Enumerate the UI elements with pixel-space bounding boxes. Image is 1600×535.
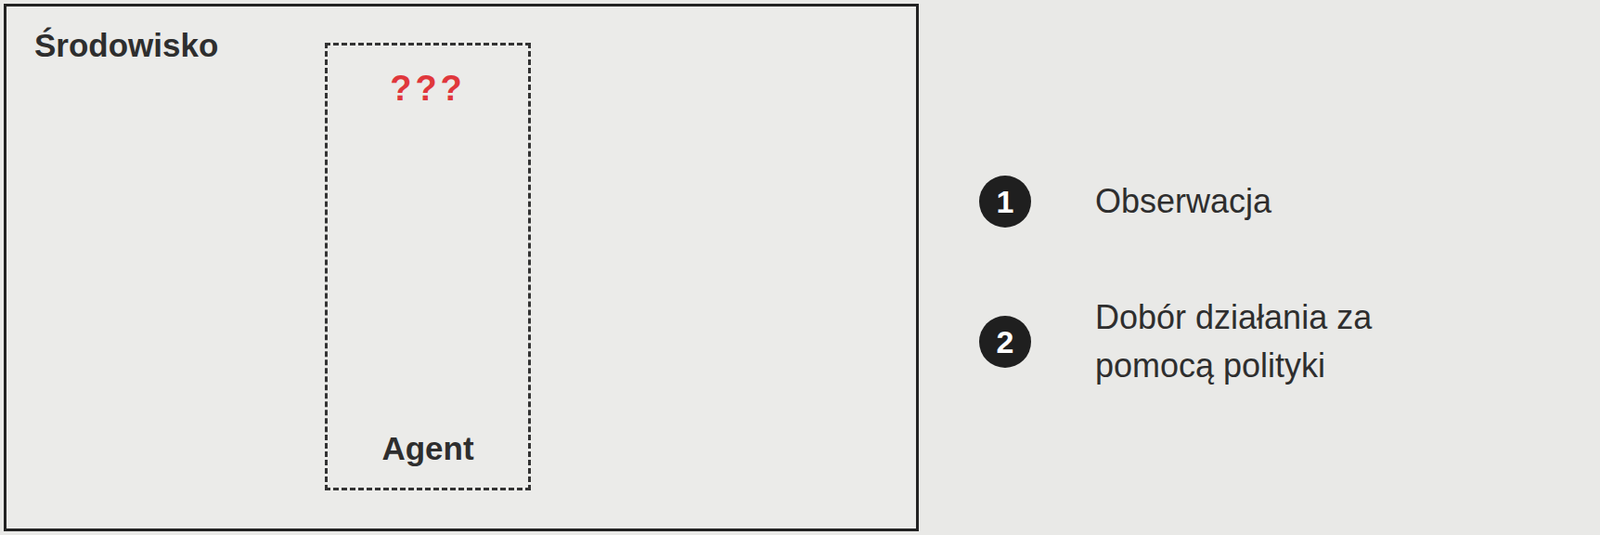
callout-number: 1 bbox=[979, 175, 1032, 228]
question-marks: ??? bbox=[389, 68, 466, 109]
agent-label: Agent bbox=[381, 429, 474, 467]
legend-text: Obserwacja bbox=[1095, 181, 1272, 221]
legend-text: Dobór działania za pomocą polityki bbox=[1095, 293, 1402, 390]
agent-box: Agent bbox=[324, 42, 531, 491]
region-title: Środowisko bbox=[34, 26, 219, 65]
callout-number: 2 bbox=[979, 315, 1032, 368]
